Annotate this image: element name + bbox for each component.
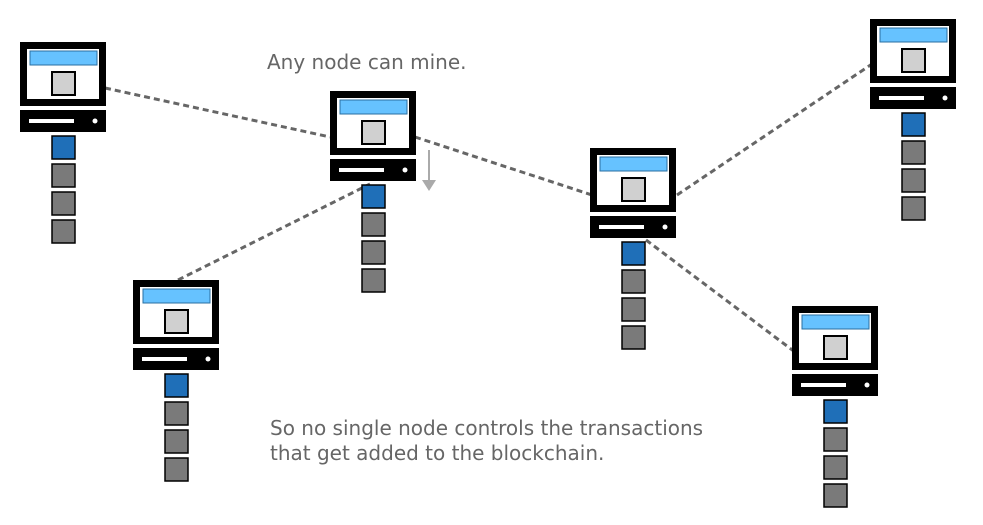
- network-nodes: [20, 19, 956, 508]
- computer-icon: [133, 280, 219, 370]
- node-3: [590, 148, 676, 350]
- node-4: [870, 19, 956, 221]
- block: [621, 325, 646, 350]
- blockchain: [361, 184, 386, 293]
- block: [823, 455, 848, 480]
- blockchain: [164, 373, 189, 482]
- network-link: [104, 86, 331, 139]
- block: [164, 401, 189, 426]
- node-2: [330, 91, 416, 293]
- block: [361, 212, 386, 237]
- arrow-down-icon: [422, 150, 436, 191]
- blockchain: [621, 241, 646, 350]
- computer-icon: [330, 91, 416, 181]
- computer-icon: [590, 148, 676, 238]
- network-link: [414, 135, 593, 197]
- latest-block: [621, 241, 646, 266]
- latest-block: [901, 112, 926, 137]
- node-5: [133, 280, 219, 482]
- latest-block: [51, 135, 76, 160]
- block: [621, 297, 646, 322]
- latest-block: [823, 399, 848, 424]
- network-link: [645, 238, 796, 354]
- block: [823, 483, 848, 508]
- block: [51, 191, 76, 216]
- caption-line-2: that get added to the blockchain.: [270, 441, 605, 465]
- block: [901, 168, 926, 193]
- latest-block: [164, 373, 189, 398]
- network-link: [177, 182, 371, 282]
- network-links: [104, 62, 873, 354]
- block: [901, 196, 926, 221]
- block: [361, 240, 386, 265]
- block: [164, 429, 189, 454]
- network-link: [676, 62, 873, 197]
- block: [51, 163, 76, 188]
- caption-any-node-can-mine: Any node can mine.: [267, 50, 467, 74]
- computer-icon: [20, 42, 106, 132]
- computer-icon: [792, 306, 878, 396]
- block: [823, 427, 848, 452]
- caption-no-single-node: So no single node controls the transacti…: [270, 416, 703, 466]
- blockchain: [51, 135, 76, 244]
- block: [361, 268, 386, 293]
- caption-line-1: So no single node controls the transacti…: [270, 416, 704, 440]
- blockchain: [823, 399, 848, 508]
- block: [621, 269, 646, 294]
- block: [164, 457, 189, 482]
- node-1: [20, 42, 106, 244]
- latest-block: [361, 184, 386, 209]
- node-6: [792, 306, 878, 508]
- block: [901, 140, 926, 165]
- computer-icon: [870, 19, 956, 109]
- block: [51, 219, 76, 244]
- blockchain: [901, 112, 926, 221]
